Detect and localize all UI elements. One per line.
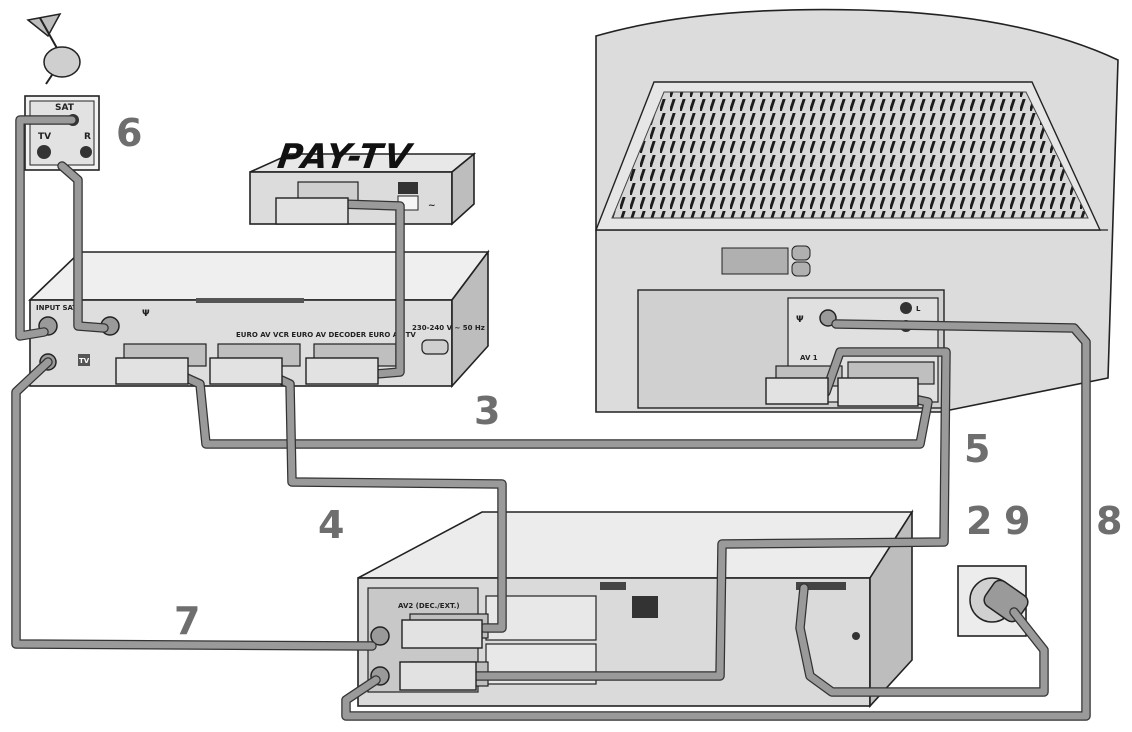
wall-tv-port[interactable]	[37, 145, 51, 159]
callout-5: 5	[964, 427, 990, 471]
paytv-label: PAY-TV	[275, 137, 416, 177]
callout-4: 4	[318, 503, 344, 547]
callout-8: 8	[1096, 499, 1122, 543]
receiver-power-label: 230-240 V ~ 50 Hz	[412, 324, 485, 332]
callout-3: 3	[474, 389, 500, 433]
antenna-symbol: Ψ	[142, 309, 150, 319]
cables	[11, 115, 1091, 721]
callout-numbers: 6 3 4 5 2 9 8 7	[116, 111, 1122, 643]
paytv-power-symbol: ~	[428, 201, 436, 211]
wall-antenna-socket: SAT TV R	[24, 95, 100, 171]
wall-r-label: R	[84, 132, 91, 142]
vcr-av2-label: AV2 (DEC./EXT.)	[398, 602, 460, 610]
receiver-input-sat-label: INPUT SAT	[36, 304, 77, 312]
callout-7: 7	[174, 599, 200, 643]
callout-2: 2	[966, 499, 992, 543]
satellite-dish	[26, 12, 81, 85]
callout-9: 9	[1004, 499, 1030, 543]
tv-audio-l-port[interactable]	[900, 302, 912, 314]
tv-av1-label: AV 1	[800, 354, 818, 362]
receiver-tv-label: TV	[79, 357, 90, 365]
television: Ψ L R AV 1 AV 2	[594, 8, 1119, 413]
scart-plugs	[115, 197, 919, 691]
wall-r-port[interactable]	[80, 146, 92, 158]
wall-tv-label: TV	[38, 132, 51, 142]
vcr-antenna-in-port[interactable]	[370, 626, 390, 646]
wall-sat-label: SAT	[55, 103, 75, 113]
callout-6: 6	[116, 111, 142, 155]
receiver-scart-row-label: EURO AV VCR EURO AV DECODER EURO AV TV	[236, 331, 416, 339]
tv-antenna-symbol: Ψ	[796, 315, 804, 325]
tv-l-label: L	[916, 305, 921, 313]
